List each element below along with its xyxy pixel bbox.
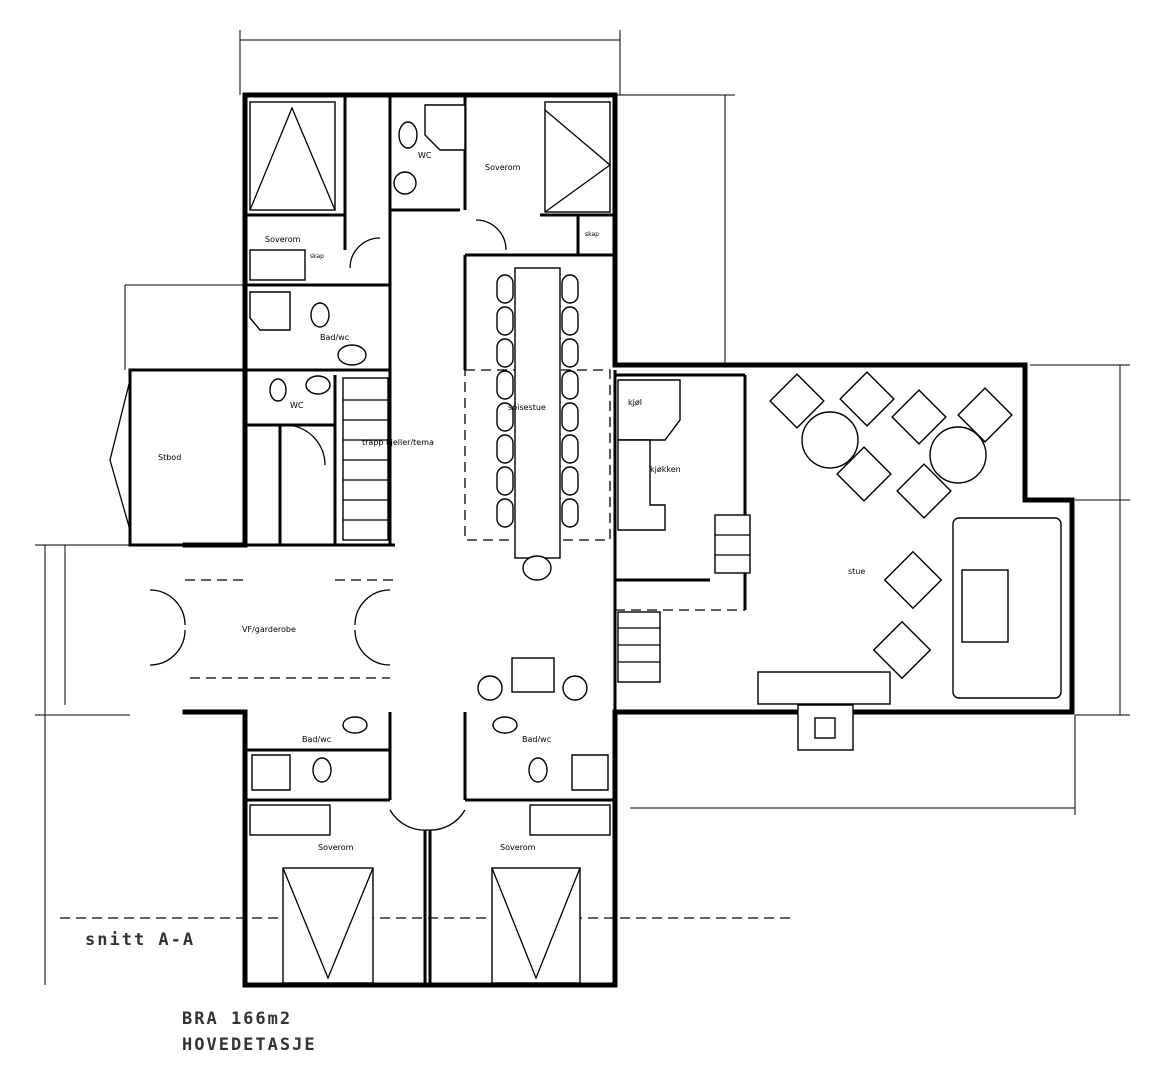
kitchen-counters bbox=[617, 379, 681, 531]
floor-label: HOVEDETASJE bbox=[182, 1035, 317, 1055]
label-soverom-top-right: Soverom bbox=[485, 163, 521, 172]
label-soverom-bottom-right: Soverom bbox=[500, 843, 536, 852]
dimension-lines bbox=[35, 30, 1130, 985]
label-wc-mid: WC bbox=[290, 401, 304, 410]
area-label: BRA 166m2 bbox=[182, 1009, 292, 1029]
label-stbod: Stbod bbox=[158, 453, 181, 462]
label-bad-top: Bad/wc bbox=[320, 333, 349, 342]
room-labels: Soverom Soverom WC Bad/wc WC skap skap S… bbox=[158, 151, 865, 852]
hall-table bbox=[477, 657, 588, 701]
doors bbox=[109, 219, 507, 831]
label-soverom-bottom-left: Soverom bbox=[318, 843, 354, 852]
label-skap-a: skap bbox=[310, 253, 324, 260]
label-stue: stue bbox=[848, 567, 865, 576]
label-bad-bottom-left: Bad/wc bbox=[302, 735, 331, 744]
dining-chairs bbox=[496, 274, 579, 581]
section-label: snitt A-A bbox=[85, 930, 195, 950]
bath-fixtures bbox=[249, 104, 611, 836]
label-skap-b: skap bbox=[585, 231, 599, 238]
label-spisestue: spisestue bbox=[508, 403, 546, 412]
stairs bbox=[342, 377, 751, 683]
label-bad-bottom-right: Bad/wc bbox=[522, 735, 551, 744]
label-kjokken: kjøkken bbox=[650, 465, 681, 474]
label-vf-garderobe: VF/garderobe bbox=[242, 625, 296, 634]
label-trapp: trapp kjeller/tema bbox=[362, 438, 434, 447]
living-room-furniture bbox=[757, 371, 1062, 751]
label-soverom-top-left: Soverom bbox=[265, 235, 301, 244]
beds bbox=[249, 101, 612, 984]
label-wc-top: WC bbox=[418, 151, 432, 160]
dining-group bbox=[496, 267, 579, 581]
label-kjol: kjøl bbox=[628, 398, 642, 407]
